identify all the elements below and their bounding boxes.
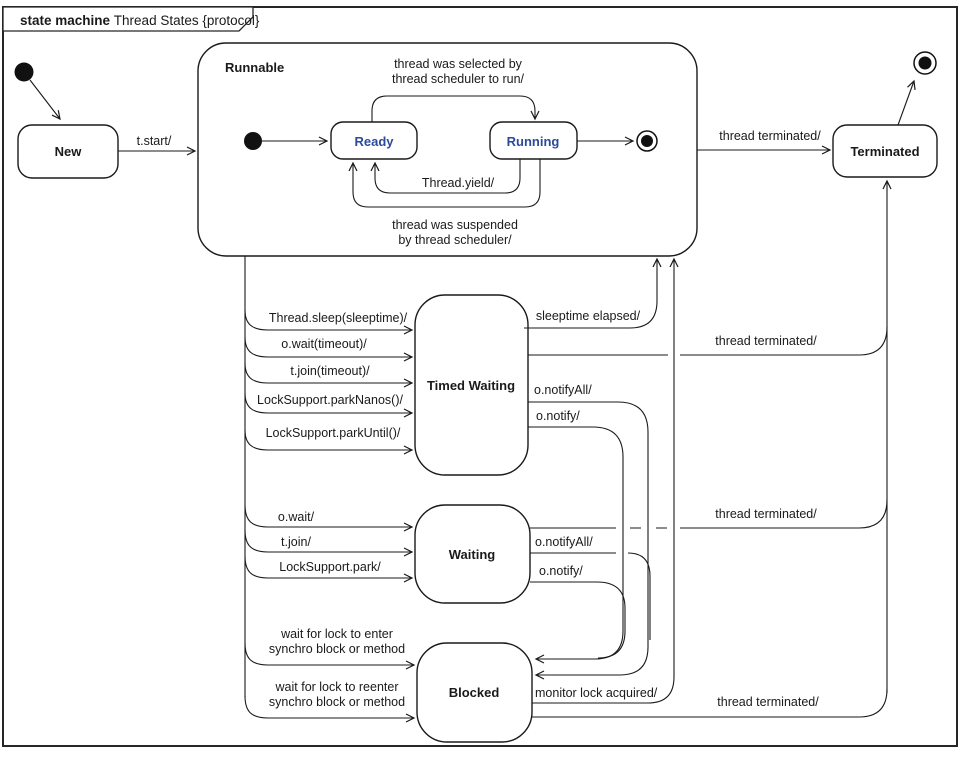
transition-label-b-terminated: thread terminated/ — [717, 695, 819, 709]
transition-label-w-notify: o.notify/ — [539, 564, 583, 578]
transition-park-nanos — [244, 392, 414, 418]
transition-tw-notify-all — [528, 401, 649, 680]
state-running-label: Running — [507, 134, 560, 149]
transition-park-until — [244, 429, 414, 455]
transition-label-wait-timeout: o.wait(timeout)/ — [281, 337, 367, 351]
transition-w-notify-all — [530, 552, 651, 640]
state-ready — [330, 121, 418, 160]
transition-w-terminated — [530, 499, 888, 529]
initial-state-runnable — [244, 132, 262, 150]
transition-label-runnable-terminated: thread terminated/ — [719, 129, 821, 143]
transition-label-monitor-lock: monitor lock acquired/ — [535, 686, 658, 700]
transition-sleep — [244, 309, 414, 335]
transition-join-timeout — [244, 362, 414, 388]
transition-label-yield: Thread.yield/ — [422, 176, 495, 190]
transition-label-join-timeout: t.join(timeout)/ — [290, 364, 370, 378]
state-timed-waiting — [414, 294, 529, 476]
transition-terminated-to-final — [897, 79, 916, 126]
transition-label-w-notify-all: o.notifyAll/ — [535, 535, 593, 549]
state-runnable-label: Runnable — [225, 60, 284, 75]
transition-label-o-wait: o.wait/ — [278, 510, 315, 524]
transition-b-terminated — [532, 688, 888, 718]
state-ready-label: Ready — [354, 134, 394, 149]
transition-running-yield — [370, 159, 521, 194]
transition-sleeptime-elapsed — [524, 257, 662, 329]
diagram-frame — [2, 6, 958, 747]
state-timed-waiting-label: Timed Waiting — [427, 378, 515, 393]
state-terminated — [832, 124, 938, 178]
state-waiting-label: Waiting — [449, 547, 496, 562]
transition-initial-to-new — [29, 79, 61, 121]
state-waiting — [414, 504, 531, 604]
transition-label-lock-park: LockSupport.park/ — [279, 560, 381, 574]
state-blocked-label: Blocked — [449, 685, 500, 700]
transition-label-suspended-1: thread was suspended — [392, 218, 518, 232]
final-state-top-dot — [918, 56, 932, 70]
state-new-label: New — [55, 144, 83, 159]
transition-label-lock-reenter-1: wait for lock to reenter — [275, 680, 399, 694]
transition-label-selected-2: thread scheduler to run/ — [392, 72, 525, 86]
transition-label-t-join: t.join/ — [281, 535, 311, 549]
diagram-title-keyword: state machine — [20, 13, 114, 28]
transition-label-t-start: t.start/ — [137, 134, 172, 148]
transition-label-sleep: Thread.sleep(sleeptime)/ — [269, 311, 408, 325]
frame-title-tab — [2, 6, 254, 32]
state-blocked — [416, 642, 533, 743]
final-state-runnable-dot — [641, 135, 653, 147]
transition-o-wait — [244, 504, 414, 532]
transition-lock-park — [244, 555, 414, 583]
transition-tw-terminated — [528, 326, 888, 356]
transition-lock-reenter — [244, 695, 416, 723]
diagram-title-name: Thread States {protocol} — [114, 13, 260, 28]
transition-w-notify — [530, 581, 626, 659]
transition-label-w-terminated: thread terminated/ — [715, 507, 817, 521]
transition-label-tw-terminated: thread terminated/ — [715, 334, 817, 348]
transition-lock-enter — [244, 642, 416, 670]
transition-label-suspended-2: by thread scheduler/ — [398, 233, 512, 247]
diagram-title: state machine Thread States {protocol} — [20, 13, 260, 28]
transition-t-join — [244, 529, 414, 557]
initial-state-top — [14, 62, 34, 82]
transition-label-park-nanos: LockSupport.parkNanos()/ — [257, 393, 403, 407]
state-terminated-label: Terminated — [850, 144, 919, 159]
transition-wait-timeout — [244, 336, 414, 362]
transition-label-sleeptime-elapsed: sleeptime elapsed/ — [536, 309, 641, 323]
transition-ready-to-running — [371, 95, 540, 122]
transition-running-suspended — [348, 159, 541, 208]
transition-label-lock-enter-2: synchro block or method — [269, 642, 405, 656]
transition-label-lock-reenter-2: synchro block or method — [269, 695, 405, 709]
transition-label-tw-notify-all: o.notifyAll/ — [534, 383, 592, 397]
transition-label-lock-enter-1: wait for lock to enter — [280, 627, 393, 641]
transition-monitor-lock — [532, 257, 679, 704]
transition-label-tw-notify: o.notify/ — [536, 409, 580, 423]
transition-label-selected-1: thread was selected by — [394, 57, 523, 71]
transition-label-park-until: LockSupport.parkUntil()/ — [266, 426, 401, 440]
